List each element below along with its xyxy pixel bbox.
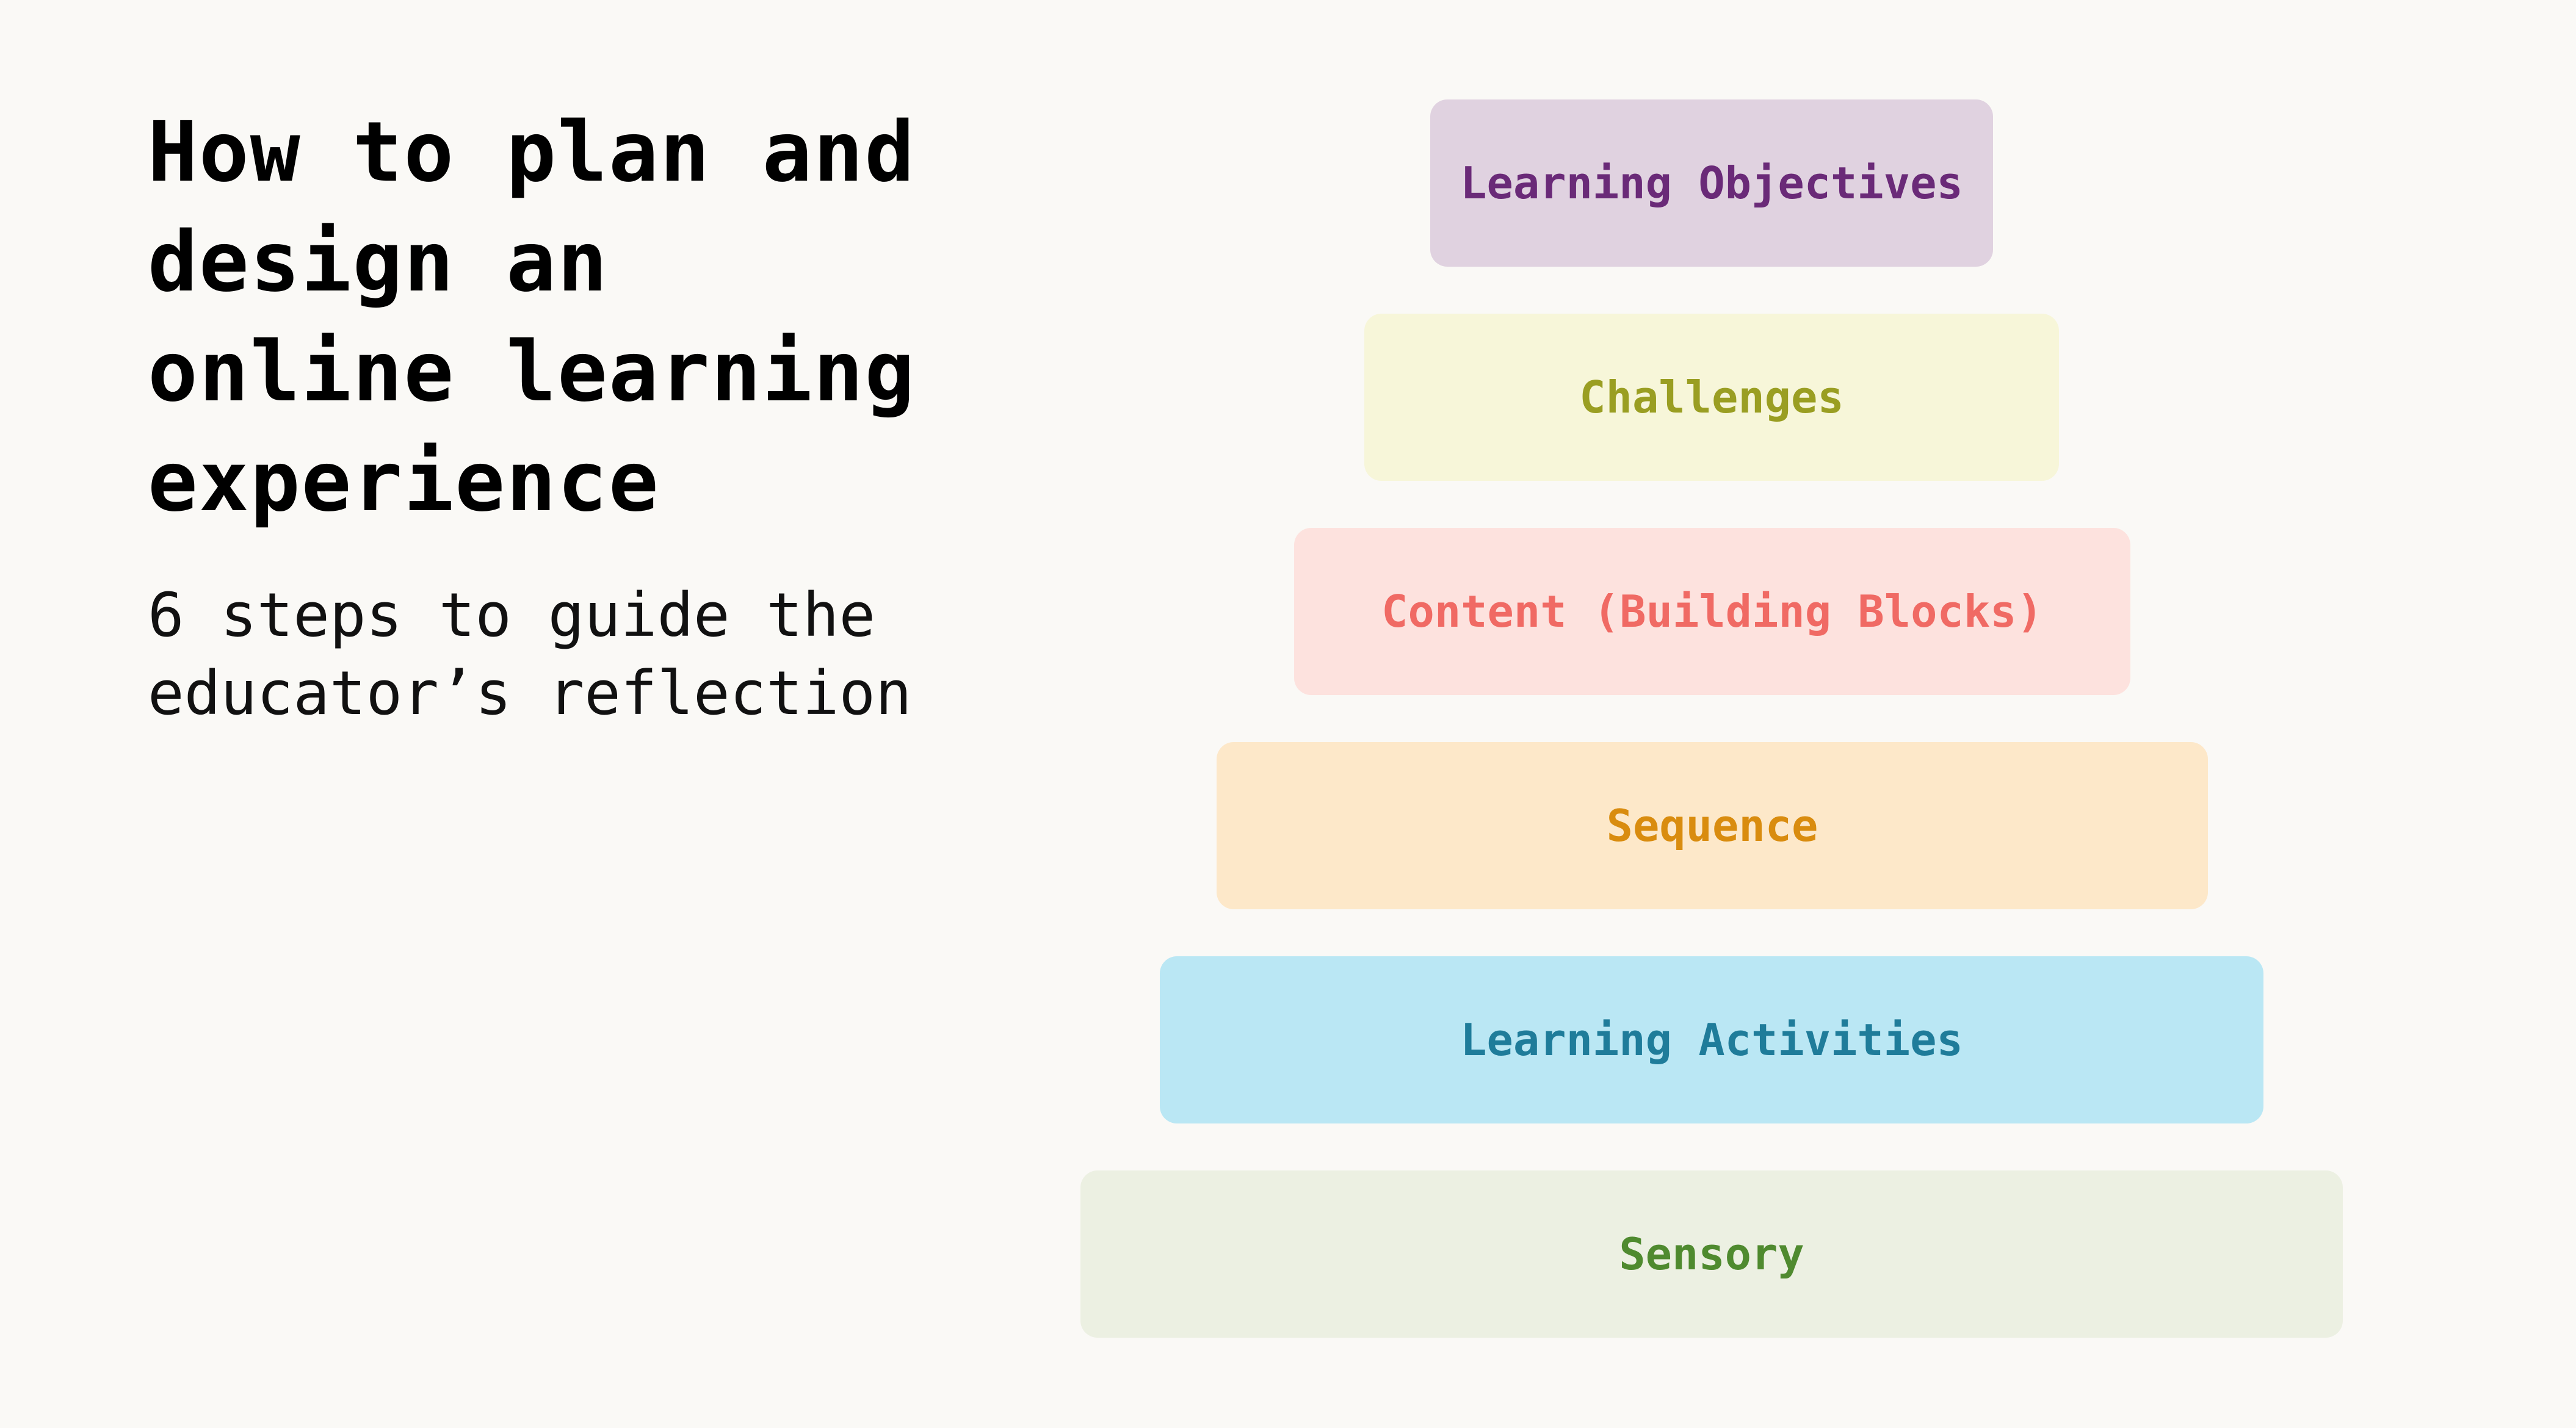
step-label: Sequence: [1606, 800, 1818, 851]
step-sequence: Sequence: [1217, 742, 2208, 909]
subtitle-line-1: 6 steps to guide the: [148, 580, 876, 651]
step-label: Learning Activities: [1460, 1014, 1963, 1066]
page-title: How to plan and design an online learnin…: [148, 98, 1002, 537]
step-label: Learning Objectives: [1460, 157, 1963, 209]
step-learning-activities: Learning Activities: [1160, 956, 2263, 1123]
title-line-3: online learning: [148, 324, 916, 420]
page-subtitle: 6 steps to guide the educator’s reflecti…: [148, 577, 1002, 733]
step-label: Sensory: [1619, 1228, 1804, 1280]
title-line-1: How to plan and: [148, 104, 916, 201]
subtitle-line-2: educator’s reflection: [148, 658, 912, 729]
step-content-building-blocks: Content (Building Blocks): [1294, 528, 2130, 695]
step-learning-objectives: Learning Objectives: [1430, 99, 1993, 267]
step-label: Challenges: [1579, 372, 1844, 423]
title-line-4: experience: [148, 434, 660, 530]
step-sensory: Sensory: [1080, 1170, 2343, 1338]
title-line-2: design an: [148, 214, 609, 311]
step-label: Content (Building Blocks): [1381, 586, 2043, 637]
step-challenges: Challenges: [1364, 314, 2059, 481]
